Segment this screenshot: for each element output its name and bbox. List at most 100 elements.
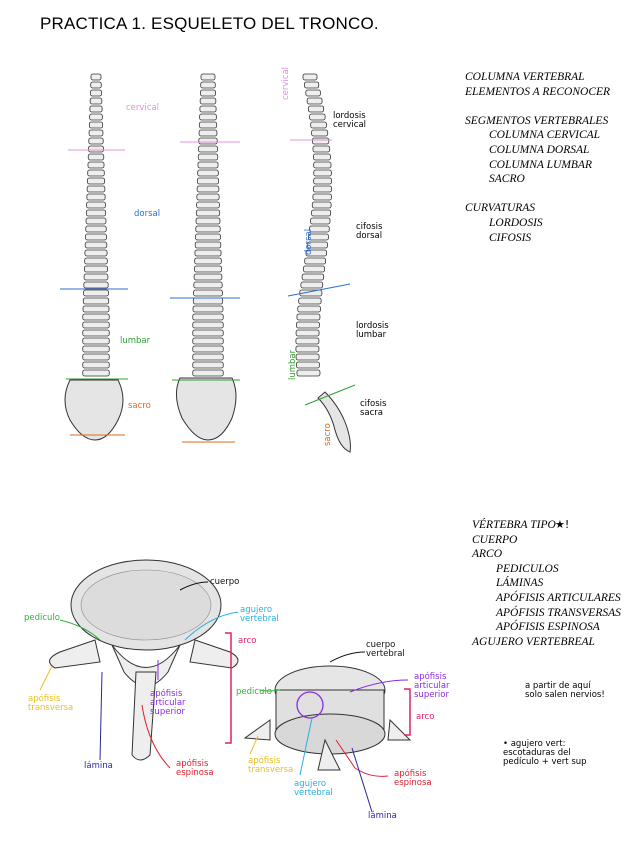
vertebra-segment bbox=[313, 161, 332, 169]
vertebra-segment bbox=[301, 273, 325, 281]
vertebra-segment bbox=[84, 265, 109, 273]
vertebra-segment bbox=[295, 345, 320, 353]
vertebra-segment bbox=[295, 337, 320, 345]
spine-anterior-view bbox=[82, 73, 110, 377]
vertebra-segment bbox=[192, 337, 224, 345]
note-line: COLUMNA CERVICAL bbox=[489, 129, 601, 142]
note-line: APÓFISIS ARTICULARES bbox=[496, 591, 621, 604]
vertebra-segment bbox=[308, 105, 325, 113]
vertebra-segment bbox=[88, 121, 104, 129]
vertebra-segment bbox=[298, 297, 322, 305]
vertebra-segment bbox=[313, 153, 331, 161]
vertebra-segment bbox=[300, 281, 324, 289]
vertebra-segment bbox=[192, 345, 224, 353]
vertebra-segment bbox=[310, 217, 331, 225]
vertebra-segment bbox=[198, 129, 218, 137]
vertebra-segment bbox=[196, 185, 220, 193]
vertebra-segment bbox=[85, 209, 107, 217]
vertebra-segment bbox=[306, 97, 323, 105]
vertebra-superior-view bbox=[49, 559, 239, 761]
vertebra-segment bbox=[197, 161, 219, 169]
vertebra-segment bbox=[310, 121, 327, 129]
label-transversa-left: apófisis transversa bbox=[28, 694, 74, 713]
label-agujero-left: agujero vertebral bbox=[240, 605, 279, 624]
note-line: CIFOSIS bbox=[489, 231, 532, 244]
vertebra-segment bbox=[309, 113, 326, 121]
vertebra-segment bbox=[296, 313, 321, 321]
label-pediculo-right: pediculo bbox=[236, 687, 273, 697]
vertebra-segment bbox=[197, 177, 219, 185]
label-dorsal-a: dorsal bbox=[134, 209, 161, 219]
vertebra-segment bbox=[304, 81, 320, 89]
handnote-agujero: • agujero vert: escotaduras del pedículo… bbox=[503, 739, 587, 767]
label-arco-right: arco bbox=[416, 712, 435, 722]
vertebra-segment bbox=[297, 305, 321, 313]
vertebra-segment bbox=[90, 73, 102, 81]
vertebra-segment bbox=[82, 313, 110, 321]
vertebra-segment bbox=[87, 161, 105, 169]
label-pediculo-left: pediculo bbox=[24, 613, 61, 623]
vertebra-segment bbox=[192, 369, 224, 377]
vertebra-segment bbox=[195, 233, 221, 241]
vertebra-segment bbox=[303, 265, 326, 273]
label-transversa-right: apófisis transversa bbox=[248, 756, 294, 775]
vertebra-segment bbox=[200, 81, 216, 89]
vertebra-segment bbox=[90, 81, 102, 89]
note-line: APÓFISIS TRANSVERSAS bbox=[496, 606, 621, 619]
note-line: LORDOSIS bbox=[489, 216, 543, 229]
vertebra-segment bbox=[192, 361, 224, 369]
note-line: COLUMNA VERTEBRAL bbox=[465, 71, 585, 83]
vertebra-segment bbox=[82, 329, 110, 337]
vertebra-segment bbox=[88, 129, 104, 137]
vertebra-segment bbox=[296, 369, 321, 377]
vertebra-segment bbox=[196, 201, 220, 209]
vertebra-segment bbox=[82, 369, 110, 377]
vertebra-segment bbox=[84, 257, 108, 265]
vertebra-segment bbox=[295, 353, 320, 361]
vertebra-segment bbox=[200, 89, 216, 97]
label-cuerpo: cuerpo bbox=[210, 577, 240, 587]
vertebra-segment bbox=[82, 321, 110, 329]
vertebra-segment bbox=[304, 257, 326, 265]
vertebra-segment bbox=[197, 169, 219, 177]
star-mark: ★! bbox=[555, 518, 570, 531]
label-lordosis-lumbar: lordosis lumbar bbox=[356, 321, 389, 340]
vertebra-segment bbox=[84, 241, 108, 249]
vertebra-segment bbox=[88, 137, 104, 145]
note-line: APÓFISIS ESPINOSA bbox=[496, 621, 600, 634]
sacrum-posterior bbox=[176, 377, 237, 441]
vertebra-segment bbox=[82, 305, 110, 313]
vertebra-segment bbox=[89, 97, 103, 105]
vertebra-segment bbox=[82, 337, 110, 345]
note-line: COLUMNA DORSAL bbox=[489, 143, 590, 156]
label-lamina-right: lámina bbox=[368, 811, 397, 821]
vertebra-segment bbox=[195, 209, 221, 217]
vertebra-segment bbox=[194, 249, 222, 257]
note-line: ELEMENTOS A RECONOCER bbox=[465, 85, 611, 98]
vertebra-segment bbox=[313, 169, 332, 177]
label-lamina-left: lámina bbox=[84, 761, 113, 771]
vertebra-segment bbox=[299, 289, 323, 297]
note-line: ARCO bbox=[472, 548, 503, 561]
vertebra-segment bbox=[85, 225, 107, 233]
vertebra-segment bbox=[193, 273, 223, 281]
vertebra-segment bbox=[89, 105, 103, 113]
vertebra-segment bbox=[82, 297, 110, 305]
vertebra-segment bbox=[194, 241, 222, 249]
vertebra-segment bbox=[193, 289, 223, 297]
vertebra-segment bbox=[199, 113, 217, 121]
vertebra-segment bbox=[200, 73, 216, 81]
vertebra-segment bbox=[312, 185, 332, 193]
sacrum-lateral bbox=[317, 391, 351, 453]
vertebra-segment bbox=[193, 281, 223, 289]
note-line: CUERPO bbox=[472, 533, 518, 546]
vertebra-oblique-view bbox=[243, 665, 412, 771]
vertebra-segment bbox=[84, 249, 108, 257]
vertebra-segment bbox=[82, 345, 110, 353]
vertebra-segment bbox=[82, 361, 110, 369]
vertebra-segment bbox=[198, 121, 218, 129]
vertebra-segment bbox=[86, 201, 106, 209]
vertebra-segment bbox=[87, 169, 105, 177]
vertebra-segment bbox=[308, 233, 329, 241]
